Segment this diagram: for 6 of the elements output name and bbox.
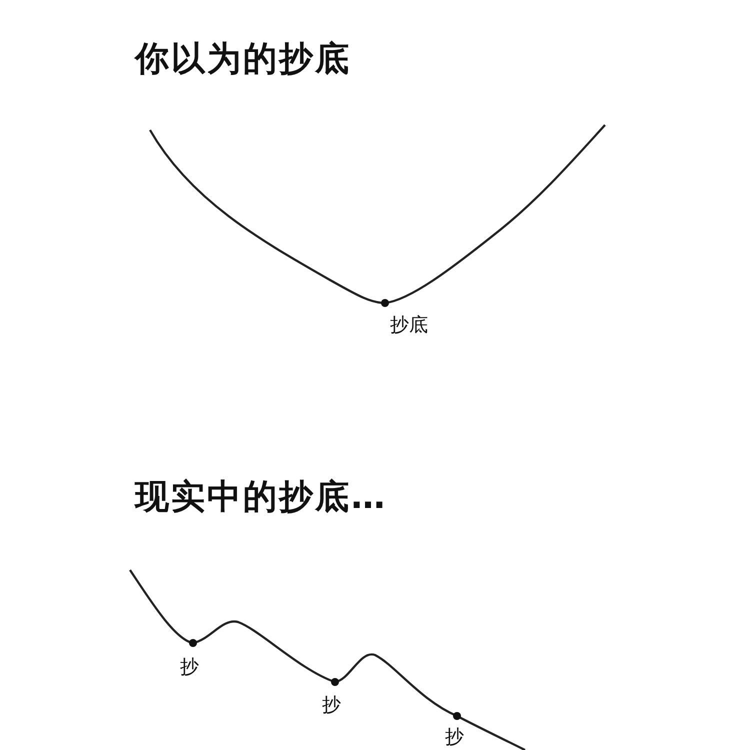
heading: 你以为的抄底 (135, 38, 351, 81)
point-label: 抄底 (390, 313, 428, 338)
point-label: 抄 (322, 693, 341, 718)
point-label: 抄 (445, 725, 464, 750)
heading: 现实中的抄底… (135, 476, 387, 519)
point-label: 抄 (180, 655, 199, 680)
